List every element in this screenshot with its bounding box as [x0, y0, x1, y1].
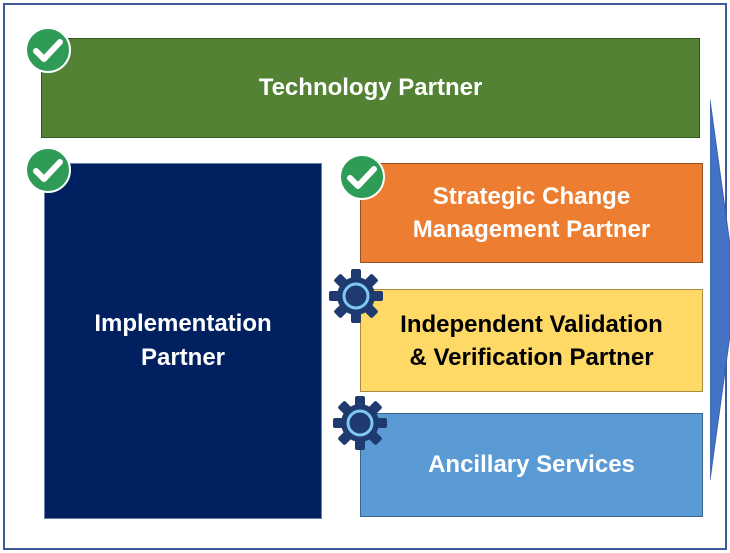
strategic-change-label-line2: Management Partner	[412, 216, 651, 243]
gear-icon	[329, 269, 383, 323]
gear-icon	[333, 396, 387, 450]
technology-partner-box: Technology Partner	[41, 38, 700, 138]
technology-partner-label: Technology Partner	[258, 74, 483, 101]
strategic-change-label-line1: Strategic Change	[432, 183, 631, 210]
implementation-partner-box: Implementation Partner	[44, 163, 322, 519]
independent-validation-label-line2: & Verification Partner	[409, 343, 654, 371]
independent-validation-box: Independent Validation & Verification Pa…	[360, 289, 703, 392]
strategic-change-management-box: Strategic Change Management Partner	[360, 163, 703, 263]
check-circle-icon	[25, 27, 71, 73]
ancillary-services-label: Ancillary Services	[428, 451, 635, 478]
check-circle-icon	[25, 147, 71, 193]
right-arrow-shape	[710, 100, 730, 480]
ancillary-services-box: Ancillary Services	[360, 413, 703, 517]
check-circle-icon	[339, 154, 385, 200]
implementation-partner-label-line1: Implementation	[94, 310, 272, 337]
implementation-partner-label-line2: Partner	[140, 344, 226, 371]
independent-validation-label-line1: Independent Validation	[400, 310, 663, 338]
